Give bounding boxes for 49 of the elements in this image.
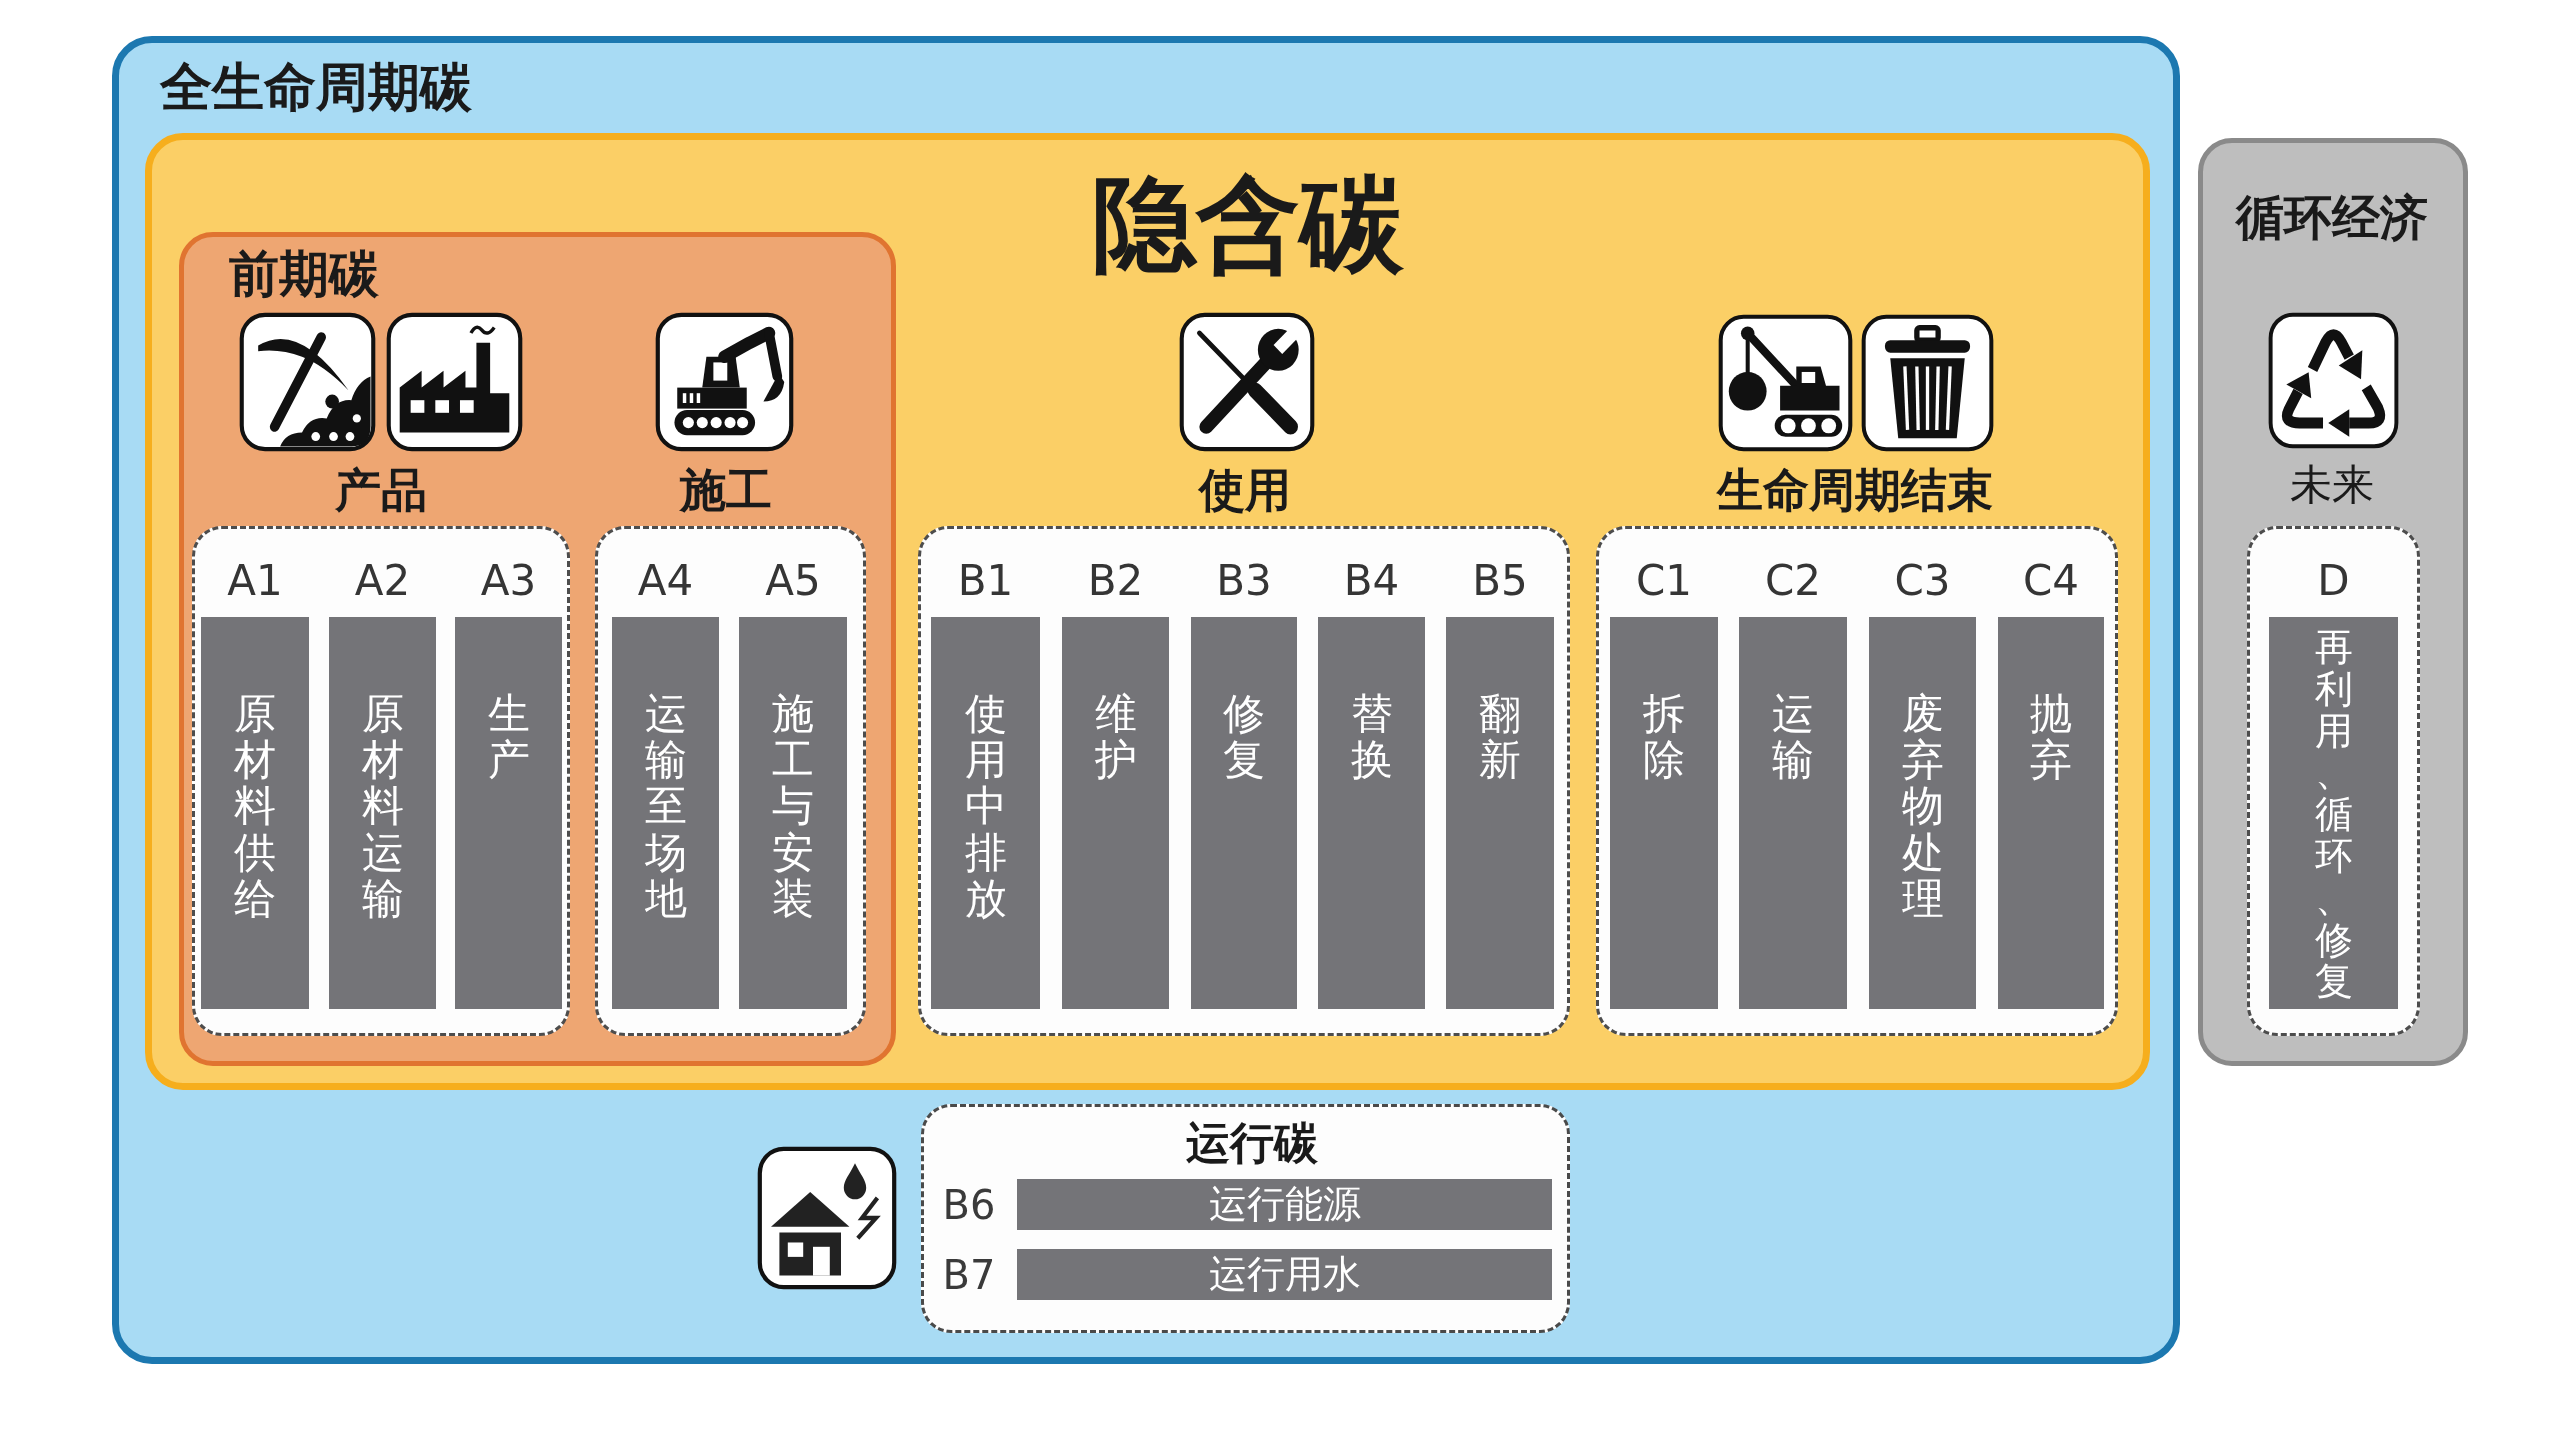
stage-code: A1 (227, 555, 283, 607)
panel-title: 前期碳 (229, 244, 379, 304)
stage-code: B1 (957, 555, 1014, 607)
embodied-carbon-panel (145, 133, 2150, 1090)
stage-name: 修复 (1223, 691, 1265, 784)
stage-name: 施工与安装 (772, 691, 814, 922)
stage-name: 原材料运输 (361, 691, 404, 922)
panel-title: 循环经济 (2236, 189, 2428, 247)
stage-name: 运输 (1772, 691, 1814, 784)
stage-code: B3 (1216, 555, 1272, 607)
stage-name: 维护 (1094, 691, 1137, 784)
stage-code: B6 (942, 1180, 996, 1229)
circular-economy-panel (2198, 138, 2468, 1066)
stage-heading: 生命周期结束 (1717, 463, 1993, 519)
stage-heading: 产品 (335, 463, 427, 519)
stage-name: 拆除 (1643, 691, 1685, 784)
stage-code: A4 (637, 555, 694, 607)
stage-heading: 未来 (2290, 459, 2374, 511)
stage-name: 替换 (1350, 691, 1393, 784)
upfront-carbon-panel (179, 232, 896, 1066)
stage-name: 原材料供给 (234, 691, 276, 922)
stage-code: B5 (1472, 555, 1528, 607)
stage-name: 运输至场地 (644, 691, 687, 922)
panel-title: 运行碳 (1186, 1116, 1318, 1170)
stage-code: C2 (1764, 555, 1822, 607)
operational-carbon-panel (921, 1104, 1570, 1333)
stage-code: A2 (354, 555, 411, 607)
stage-code: B7 (942, 1250, 996, 1299)
stage-code: D (2317, 555, 2350, 607)
stage-heading: 施工 (680, 463, 772, 519)
operation-name: 运行能源 (1208, 1181, 1361, 1228)
stage-name: 翻新 (1479, 691, 1521, 784)
panel-title: 隐含碳 (1092, 161, 1404, 287)
stage-code: C4 (2022, 555, 2080, 607)
stage-name: 使用中排放 (964, 691, 1007, 922)
stage-code: C1 (1635, 555, 1693, 607)
lifecycle-panel (112, 36, 2180, 1364)
stage-name: 抛弃 (2030, 691, 2072, 784)
stage-name: 生产 (487, 691, 530, 784)
stage-code: A3 (480, 555, 537, 607)
stage-code: B4 (1343, 555, 1400, 607)
operation-name: 运行用水 (1208, 1251, 1361, 1298)
stage-code: A5 (765, 555, 821, 607)
stage-heading: 使用 (1199, 463, 1291, 519)
stage-name: 废弃物处理 (1901, 691, 1944, 922)
stage-code: B2 (1087, 555, 1144, 607)
stage-name: 再利用、循环、修复 (2314, 627, 2353, 1004)
panel-title: 全生命周期碳 (160, 55, 472, 119)
stage-code: C3 (1894, 555, 1951, 607)
